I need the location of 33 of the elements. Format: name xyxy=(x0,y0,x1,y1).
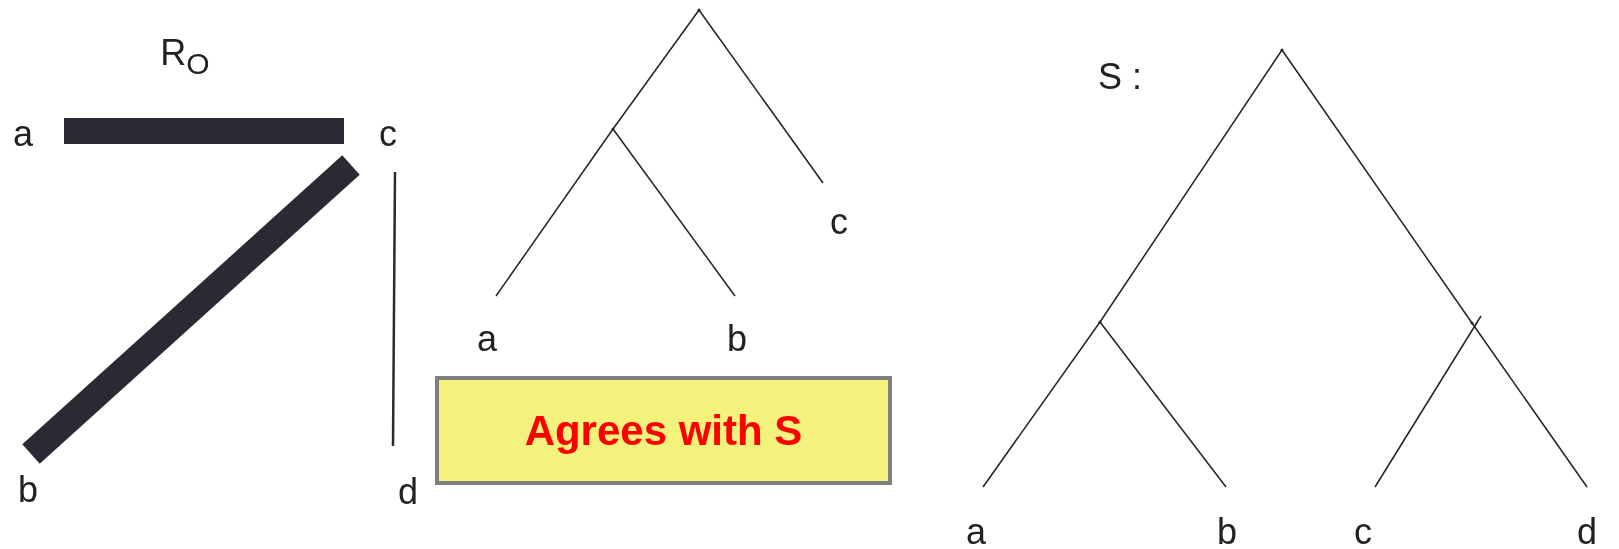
tree-branch xyxy=(1099,49,1283,323)
branch-point xyxy=(611,127,615,131)
tree-title: S : xyxy=(1098,59,1142,95)
branch-point xyxy=(1470,321,1474,325)
branch-point xyxy=(697,8,701,12)
leaf-label: b xyxy=(1217,514,1237,549)
vertex-label: b xyxy=(18,472,38,508)
box-text: Agrees with S xyxy=(524,406,803,455)
leaf-label: c xyxy=(1354,514,1372,549)
tree-branch xyxy=(1281,49,1473,324)
tree-branch xyxy=(982,321,1101,488)
leaf-label: a xyxy=(477,321,497,357)
vertex-label: d xyxy=(398,474,418,510)
branch-point xyxy=(1098,320,1102,324)
tree-branch xyxy=(1374,315,1482,488)
thick-bar-edge xyxy=(22,155,360,464)
tree-branch xyxy=(1471,322,1588,488)
tree-branch xyxy=(495,128,614,297)
branch-point xyxy=(1280,48,1284,52)
tree-branch xyxy=(698,9,824,184)
graph-title: R$_{O}$ xyxy=(160,35,210,79)
leaf-label: c xyxy=(830,204,848,240)
leaf-label: b xyxy=(727,321,747,357)
leaf-label: a xyxy=(966,514,986,549)
vertex-label: a xyxy=(13,116,33,152)
vertex-label: c xyxy=(379,116,397,152)
tree-branch xyxy=(612,9,700,130)
highlight-box xyxy=(435,376,892,485)
leaf-label: d xyxy=(1577,514,1597,549)
line-edge xyxy=(391,172,397,446)
tree-branch xyxy=(612,128,736,297)
tree-branch xyxy=(1099,321,1227,488)
thick-bar-edge xyxy=(64,118,344,144)
